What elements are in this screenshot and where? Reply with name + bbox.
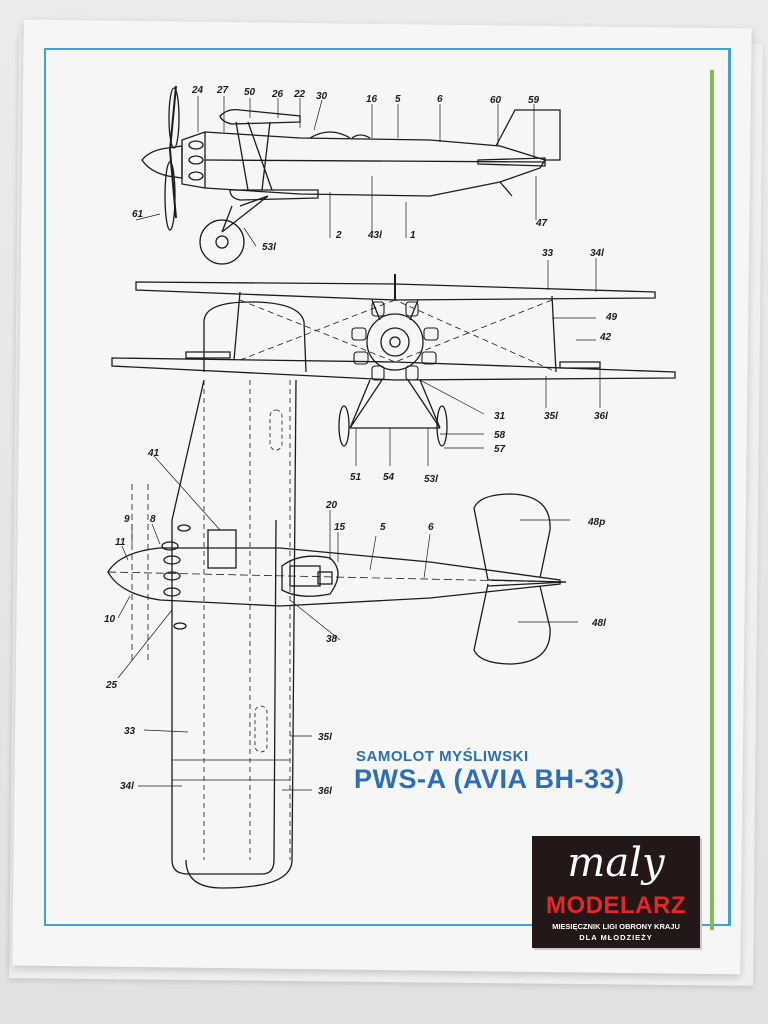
- document-title: PWS-A (AVIA BH-33): [354, 764, 625, 794]
- label-front-54: 54: [383, 472, 395, 483]
- label-side-61: 61: [132, 209, 144, 220]
- label-side-5: 5: [395, 94, 401, 105]
- label-front-31: 31: [494, 411, 506, 422]
- blue-frame: [44, 48, 731, 926]
- label-side-30: 30: [316, 91, 328, 102]
- label-top-15: 15: [334, 522, 346, 533]
- label-side-53l: 53l: [262, 242, 276, 253]
- label-side-59: 59: [528, 95, 540, 106]
- side-view: [141, 85, 561, 265]
- label-top-48l: 48l: [591, 618, 606, 629]
- label-side-26: 26: [271, 89, 284, 100]
- label-front-53l: 53l: [424, 474, 438, 485]
- logo-subtitle-1: MIESIĘCZNIK LIGI OBRONY KRAJU: [552, 922, 680, 931]
- top-view: [107, 301, 567, 889]
- logo-subtitle-2: DLA MŁODZIEŻY: [579, 933, 653, 942]
- maly-modelarz-logo: maly MODELARZ MIESIĘCZNIK LIGI OBRONY KR…: [532, 836, 700, 948]
- label-side-43l: 43l: [367, 230, 382, 241]
- logo-modelarz-text: MODELARZ: [546, 892, 686, 919]
- label-side-60: 60: [490, 95, 502, 106]
- label-top-38: 38: [326, 634, 338, 645]
- label-top-33: 33: [124, 726, 136, 737]
- label-top-41: 41: [147, 448, 160, 459]
- callout-labels: 24 27 50 26 22 30 16 5 6 60 59 61 2 43l …: [104, 85, 618, 797]
- label-front-34l: 34l: [590, 248, 604, 259]
- label-side-22: 22: [293, 89, 306, 100]
- label-top-34l: 34l: [120, 781, 134, 792]
- label-front-36l: 36l: [594, 411, 608, 422]
- label-side-6: 6: [437, 94, 443, 105]
- label-top-25: 25: [105, 680, 118, 691]
- leader-lines: [117, 96, 601, 791]
- label-top-20: 20: [325, 500, 338, 511]
- label-top-35l: 35l: [318, 732, 332, 743]
- label-front-35l: 35l: [544, 411, 558, 422]
- label-front-57: 57: [494, 444, 506, 455]
- front-view: [111, 274, 676, 447]
- label-top-10: 10: [104, 614, 116, 625]
- label-side-1: 1: [410, 230, 416, 241]
- label-side-27: 27: [216, 85, 229, 96]
- label-front-33: 33: [542, 248, 554, 259]
- label-front-51: 51: [350, 472, 362, 483]
- label-top-9: 9: [124, 514, 130, 525]
- label-top-8: 8: [150, 514, 156, 525]
- label-front-58: 58: [494, 430, 506, 441]
- label-side-16: 16: [366, 94, 378, 105]
- label-front-49: 49: [605, 312, 618, 323]
- label-front-42: 42: [599, 332, 612, 343]
- label-top-6: 6: [428, 522, 434, 533]
- label-side-47: 47: [535, 218, 548, 229]
- label-side-50: 50: [244, 87, 256, 98]
- label-top-5: 5: [380, 522, 386, 533]
- label-side-24: 24: [191, 85, 204, 96]
- label-top-11: 11: [115, 537, 126, 548]
- logo-maly-text: maly: [567, 840, 665, 886]
- label-top-36l: 36l: [318, 786, 332, 797]
- document-subtitle: SAMOLOT MYŚLIWSKI: [356, 748, 529, 765]
- label-side-2: 2: [335, 230, 342, 241]
- green-frame-edge: [710, 70, 714, 930]
- label-top-48p: 48p: [587, 517, 605, 528]
